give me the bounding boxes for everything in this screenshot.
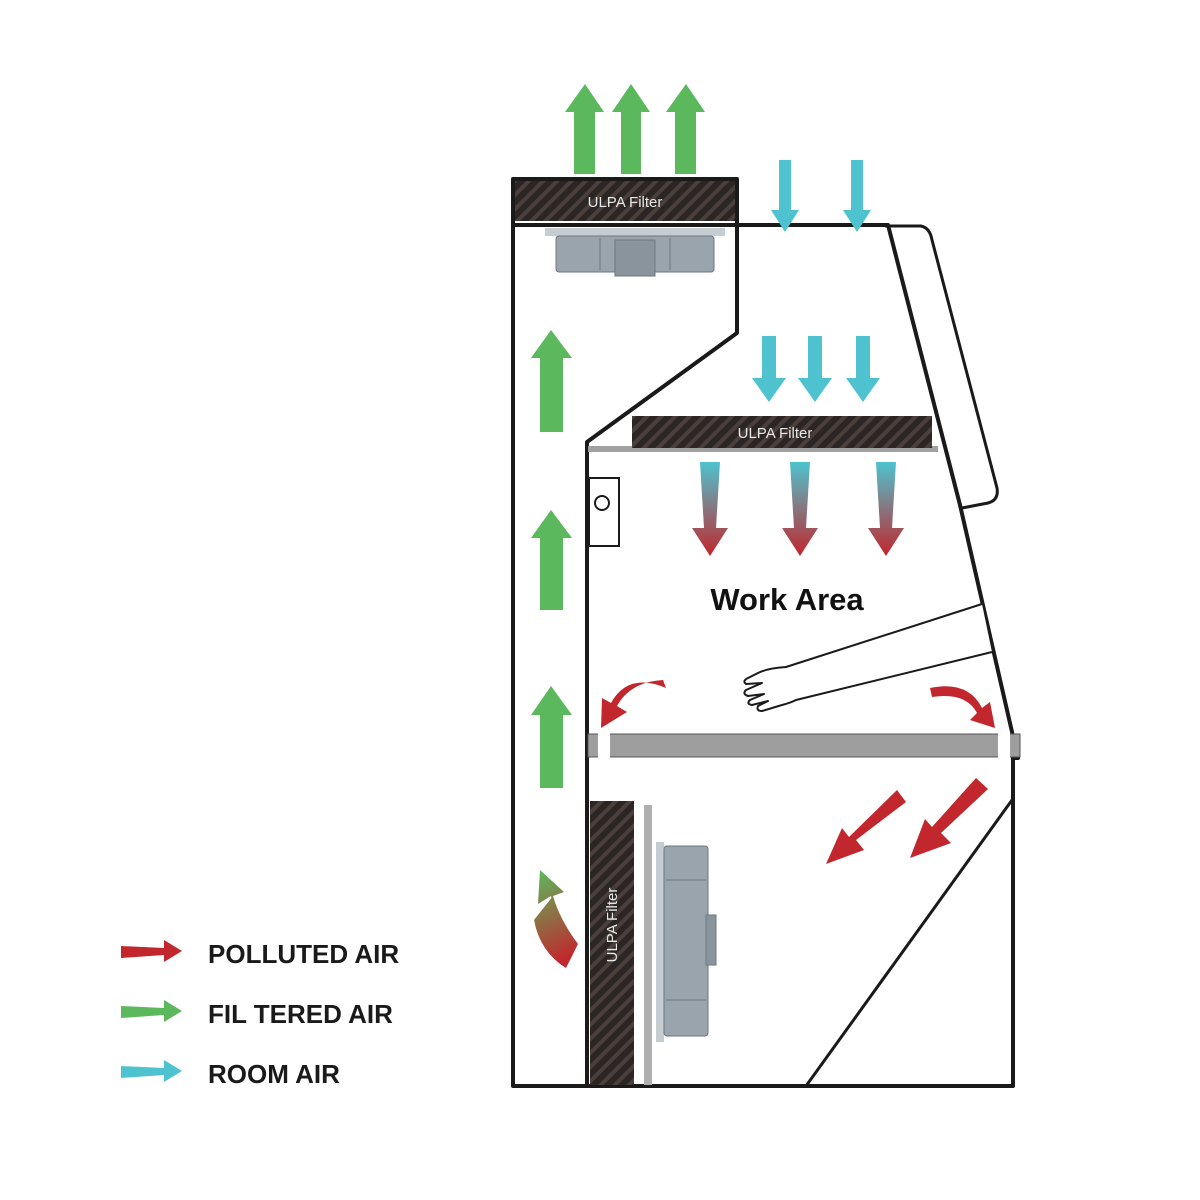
filtered-air-arrow-icon	[531, 686, 572, 788]
middle-filter-label: ULPA Filter	[738, 425, 813, 442]
top-ulpa-filter: ULPA Filter	[515, 181, 735, 221]
polluted-air-arrow-icon	[910, 778, 988, 858]
filtered-air-arrow-icon	[666, 84, 705, 174]
control-box	[588, 477, 620, 547]
polluted-air-arrow-icon	[930, 686, 995, 728]
room-air-arrow-icon	[752, 336, 786, 402]
filtered-air-arrow-icon	[531, 510, 572, 610]
legend-item-filtered: FIL TERED AIR	[121, 999, 393, 1029]
room-air-arrow-icon	[771, 160, 799, 232]
downflow-arrow-icon	[868, 462, 904, 556]
top-filter-label: ULPA Filter	[588, 194, 663, 211]
room-air-arrow-icon	[846, 336, 880, 402]
legend-arrow-icon	[121, 1060, 182, 1082]
filtered-air-arrows	[531, 84, 705, 788]
fan-icon	[545, 228, 725, 277]
legend-label-room: ROOM AIR	[208, 1059, 340, 1089]
recirculation-arrow-icon	[534, 870, 578, 968]
filtered-air-arrow-icon	[565, 84, 604, 174]
downflow-arrow-icon	[692, 462, 728, 556]
work-surface	[587, 733, 1021, 758]
lower-front-panel	[804, 799, 1014, 1087]
legend-label-filtered: FIL TERED AIR	[208, 999, 393, 1029]
legend-item-polluted: POLLUTED AIR	[121, 939, 399, 969]
downflow-arrows	[692, 462, 904, 556]
work-surface-gap-left	[598, 732, 610, 759]
work-surface-gap-right	[998, 732, 1010, 759]
lower-fan-icon	[656, 842, 717, 1042]
legend-arrow-icon	[121, 940, 182, 962]
legend-arrow-icon	[121, 1000, 182, 1022]
room-air-arrow-icon	[843, 160, 871, 232]
lower-filter-label: ULPA Filter	[604, 888, 621, 963]
inner-duct-wall	[585, 225, 739, 1086]
filtered-air-arrow-icon	[531, 330, 572, 432]
polluted-air-arrow-icon	[601, 680, 666, 728]
sash-window	[885, 224, 999, 510]
legend-item-room: ROOM AIR	[121, 1059, 340, 1089]
control-knob-icon	[594, 495, 610, 511]
room-air-arrows	[752, 160, 880, 402]
lower-ulpa-filter: ULPA Filter	[590, 801, 652, 1085]
filtered-air-arrow-icon	[612, 84, 650, 174]
downflow-arrow-icon	[782, 462, 818, 556]
middle-ulpa-filter: ULPA Filter	[632, 416, 932, 448]
polluted-air-arrows	[601, 680, 995, 864]
polluted-air-arrow-icon	[826, 790, 906, 864]
legend: POLLUTED AIR FIL TERED AIR ROOM AIR	[121, 939, 399, 1089]
hand-icon	[743, 603, 993, 712]
work-area-label: Work Area	[710, 582, 864, 617]
upper-shelf	[588, 446, 938, 452]
legend-label-polluted: POLLUTED AIR	[208, 939, 399, 969]
cabinet-outline	[511, 223, 1020, 1088]
room-air-arrow-icon	[798, 336, 832, 402]
